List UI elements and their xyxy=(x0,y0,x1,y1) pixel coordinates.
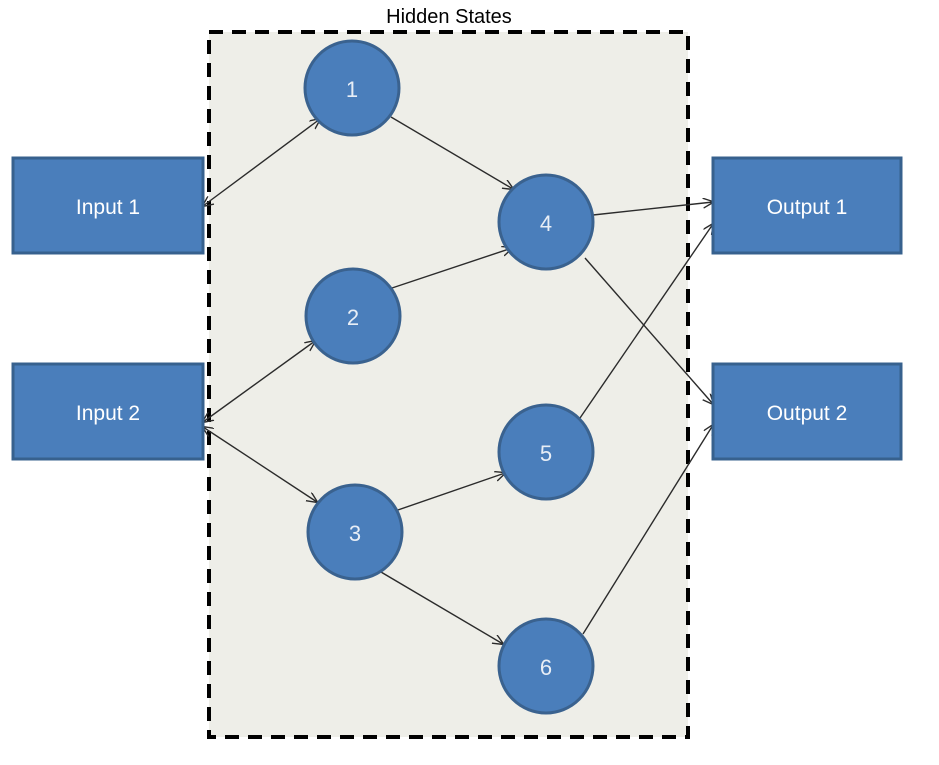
node-6[interactable]: 6 xyxy=(497,617,595,715)
node-1-circle[interactable] xyxy=(303,39,401,137)
input-2-box[interactable]: Input 2 xyxy=(11,362,205,461)
output-2-box[interactable]: Output 2 xyxy=(711,362,903,461)
edge-input1-node1 xyxy=(203,119,320,206)
output-2-rect[interactable] xyxy=(711,362,903,461)
node-1[interactable]: 1 xyxy=(303,39,401,137)
edge-node3-node6 xyxy=(380,571,503,644)
edge-input2-node2 xyxy=(203,341,315,422)
output-1-rect[interactable] xyxy=(711,156,903,255)
node-3-circle[interactable] xyxy=(306,483,404,581)
node-2[interactable]: 2 xyxy=(304,267,402,365)
edge-node5-output1 xyxy=(579,224,713,419)
node-5-circle[interactable] xyxy=(497,403,595,501)
hidden-states-group xyxy=(207,30,690,739)
group-title: Hidden States xyxy=(386,6,512,28)
edge-node4-output1 xyxy=(592,202,713,216)
input-1-rect[interactable] xyxy=(11,156,205,255)
edge-node1-node4 xyxy=(390,116,513,189)
output-1-box[interactable]: Output 1 xyxy=(711,156,903,255)
edge-layer xyxy=(203,116,713,644)
node-6-circle[interactable] xyxy=(497,617,595,715)
edge-node4-output2 xyxy=(584,257,713,404)
input-1-box[interactable]: Input 1 xyxy=(11,156,205,255)
node-5[interactable]: 5 xyxy=(497,403,595,501)
node-4[interactable]: 4 xyxy=(497,173,595,271)
edge-node2-node4 xyxy=(391,248,512,289)
node-3[interactable]: 3 xyxy=(306,483,404,581)
node-2-circle[interactable] xyxy=(304,267,402,365)
edge-node3-node5 xyxy=(394,473,505,512)
node-4-circle[interactable] xyxy=(497,173,595,271)
edge-node6-output2 xyxy=(582,425,713,635)
input-2-rect[interactable] xyxy=(11,362,205,461)
edge-input2-node3 xyxy=(203,427,317,502)
